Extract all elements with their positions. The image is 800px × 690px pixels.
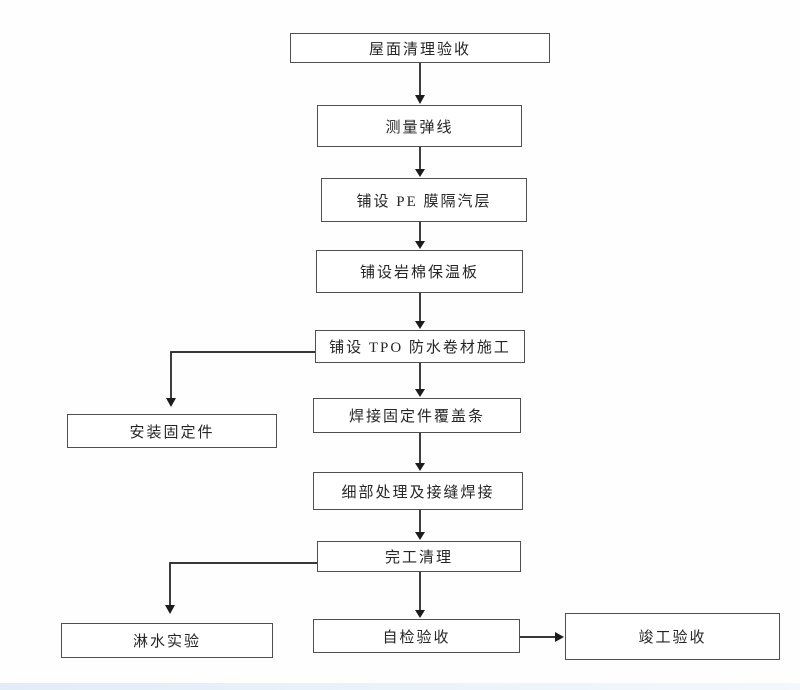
edge-tpo-to-installfixings — [166, 351, 315, 407]
node-label: 铺设岩棉保温板 — [359, 265, 479, 281]
edge-roof-to-measure — [415, 63, 425, 104]
node-water-spray-test: 淋水实验 — [61, 623, 273, 658]
edge-measure-to-pe — [415, 147, 425, 177]
edge-tpo-to-weldstrip — [415, 363, 425, 397]
node-detail-treatment-seam-welding: 细部处理及接缝焊接 — [313, 472, 523, 510]
edge-detail-to-cleanup — [415, 510, 425, 540]
node-label: 屋面清理验收 — [368, 41, 471, 58]
node-lay-rock-wool-insulation: 铺设岩棉保温板 — [316, 250, 523, 293]
edge-weldstrip-to-detail — [415, 433, 425, 471]
node-install-fixings: 安装固定件 — [67, 414, 277, 448]
node-completion-cleanup: 完工清理 — [317, 541, 521, 572]
edge-cleanup-to-watertest — [165, 562, 317, 614]
edge-rockwool-to-tpo — [415, 293, 425, 329]
node-label: 完工清理 — [384, 550, 453, 566]
node-final-completion-acceptance: 竣工验收 — [565, 613, 780, 660]
node-lay-tpo-waterproof-membrane: 铺设 TPO 防水卷材施工 — [315, 330, 525, 363]
node-measure-snap-lines: 测量弹线 — [317, 105, 522, 147]
scan-artifact-tint — [0, 683, 800, 690]
node-self-inspection-acceptance: 自检验收 — [313, 619, 520, 653]
node-label: 安装固定件 — [129, 424, 215, 441]
node-label: 竣工验收 — [638, 630, 707, 646]
edge-selfinspect-to-final — [520, 632, 564, 642]
edge-pe-to-rockwool — [415, 222, 425, 249]
node-weld-fixing-cover-strips: 焊接固定件覆盖条 — [313, 398, 521, 433]
node-label: 焊接固定件覆盖条 — [348, 409, 485, 425]
node-label: 测量弹线 — [385, 119, 454, 136]
node-label: 自检验收 — [382, 629, 451, 646]
node-label: 铺设 TPO 防水卷材施工 — [329, 340, 511, 356]
node-roof-cleaning-acceptance: 屋面清理验收 — [290, 33, 550, 63]
node-label: 铺设 PE 膜隔汽层 — [356, 193, 492, 210]
node-label: 细部处理及接缝焊接 — [341, 484, 495, 501]
node-lay-pe-film-vapor-barrier: 铺设 PE 膜隔汽层 — [321, 178, 527, 222]
node-label: 淋水实验 — [132, 634, 201, 650]
edge-cleanup-to-selfinspect — [415, 572, 425, 618]
